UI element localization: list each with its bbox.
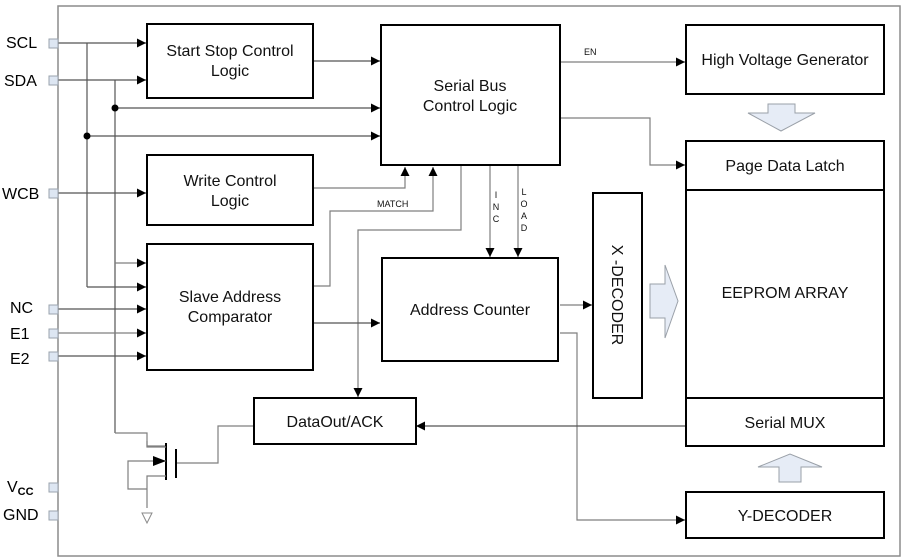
ground-symbol-icon [141, 512, 153, 525]
page-latch-label: Page Data Latch [725, 158, 844, 175]
start-stop-block: Start Stop Control Logic [146, 23, 314, 99]
slave-address-block: Slave Address Comparator [146, 243, 314, 371]
write-control-label-2: Logic [211, 193, 249, 210]
signal-load-char: O [520, 199, 527, 209]
pin-e2-label: E2 [10, 351, 30, 368]
pins: SCL SDA WCB NC E1 E2 VCC GND [2, 35, 59, 524]
pin-e2-pad[interactable] [48, 351, 59, 362]
x-decoder-label: X -DECODER [608, 245, 625, 345]
y-decoder-block: Y-DECODER [685, 491, 885, 539]
start-stop-label-1: Start Stop Control [166, 43, 293, 60]
pin-vcc-main: V [7, 479, 18, 496]
junction-sda [111, 104, 119, 112]
signal-load-char: L [521, 187, 526, 197]
signal-inc-char: I [495, 190, 498, 200]
dataout-ack-label: DataOut/ACK [287, 414, 384, 431]
pin-gnd-pad[interactable] [48, 510, 59, 521]
pin-vcc-label: VCC [7, 479, 34, 498]
pin-nc-pad[interactable] [48, 304, 59, 315]
signal-load-char: D [521, 223, 528, 233]
ydecoder-to-mux-arrow-icon [757, 453, 823, 483]
nmos-transistor-icon [127, 441, 177, 525]
signal-match-label: MATCH [377, 199, 408, 209]
pin-nc-label: NC [10, 300, 33, 317]
hv-to-latch-arrow-icon [747, 103, 816, 132]
write-control-block: Write Control Logic [146, 154, 314, 226]
high-voltage-label: High Voltage Generator [701, 52, 869, 69]
wires [58, 38, 686, 525]
pin-wcb-pad[interactable] [48, 188, 59, 199]
pin-vcc-sub: CC [18, 486, 34, 498]
wire-match [313, 167, 438, 287]
pin-scl-pad[interactable] [48, 38, 59, 49]
address-counter-block: Address Counter [381, 257, 559, 362]
slave-address-label-1: Slave Address [179, 289, 281, 306]
pin-sda-label: SDA [4, 73, 37, 90]
serial-bus-label-2: Control Logic [423, 98, 517, 115]
pin-e1-pad[interactable] [48, 328, 59, 339]
wire-writecontrol-serialbus [313, 167, 410, 189]
eeprom-complex: Page Data Latch EEPROM ARRAY Serial MUX [685, 140, 885, 447]
eeprom-array-label: EEPROM ARRAY [722, 285, 849, 302]
pin-sda-pad[interactable] [48, 75, 59, 86]
wire-serialbus-pagelatch [560, 117, 685, 170]
signal-inc-char: C [493, 214, 500, 224]
signal-load-label: L O A D [520, 187, 527, 233]
xdecoder-to-array-arrow-icon [649, 264, 679, 339]
serial-bus-block: Serial Bus Control Logic [380, 24, 561, 166]
pin-wcb-label: WCB [2, 186, 39, 203]
x-decoder-block: X -DECODER [592, 192, 643, 399]
slave-address-label-2: Comparator [188, 309, 273, 326]
signal-en-label: EN [584, 47, 597, 57]
write-control-label-1: Write Control [183, 173, 276, 190]
pin-gnd-label: GND [3, 507, 39, 524]
signal-inc-label: I N C [493, 190, 500, 224]
serial-bus-label-1: Serial Bus [434, 78, 507, 95]
serial-mux-label: Serial MUX [745, 415, 826, 432]
pin-scl-label: SCL [6, 35, 37, 52]
signal-load-char: A [521, 211, 527, 221]
junction-scl [83, 132, 91, 140]
high-voltage-block: High Voltage Generator [685, 24, 885, 95]
y-decoder-label: Y-DECODER [738, 508, 833, 525]
pin-e1-label: E1 [10, 326, 30, 343]
address-counter-label: Address Counter [410, 302, 531, 319]
signal-inc-char: N [493, 202, 500, 212]
wire-serialbus-dataout [353, 165, 462, 397]
wire-dataout-gate [176, 425, 254, 464]
start-stop-label-2: Logic [211, 63, 249, 80]
dataout-ack-block: DataOut/ACK [253, 397, 417, 445]
pin-vcc-pad[interactable] [48, 482, 59, 493]
